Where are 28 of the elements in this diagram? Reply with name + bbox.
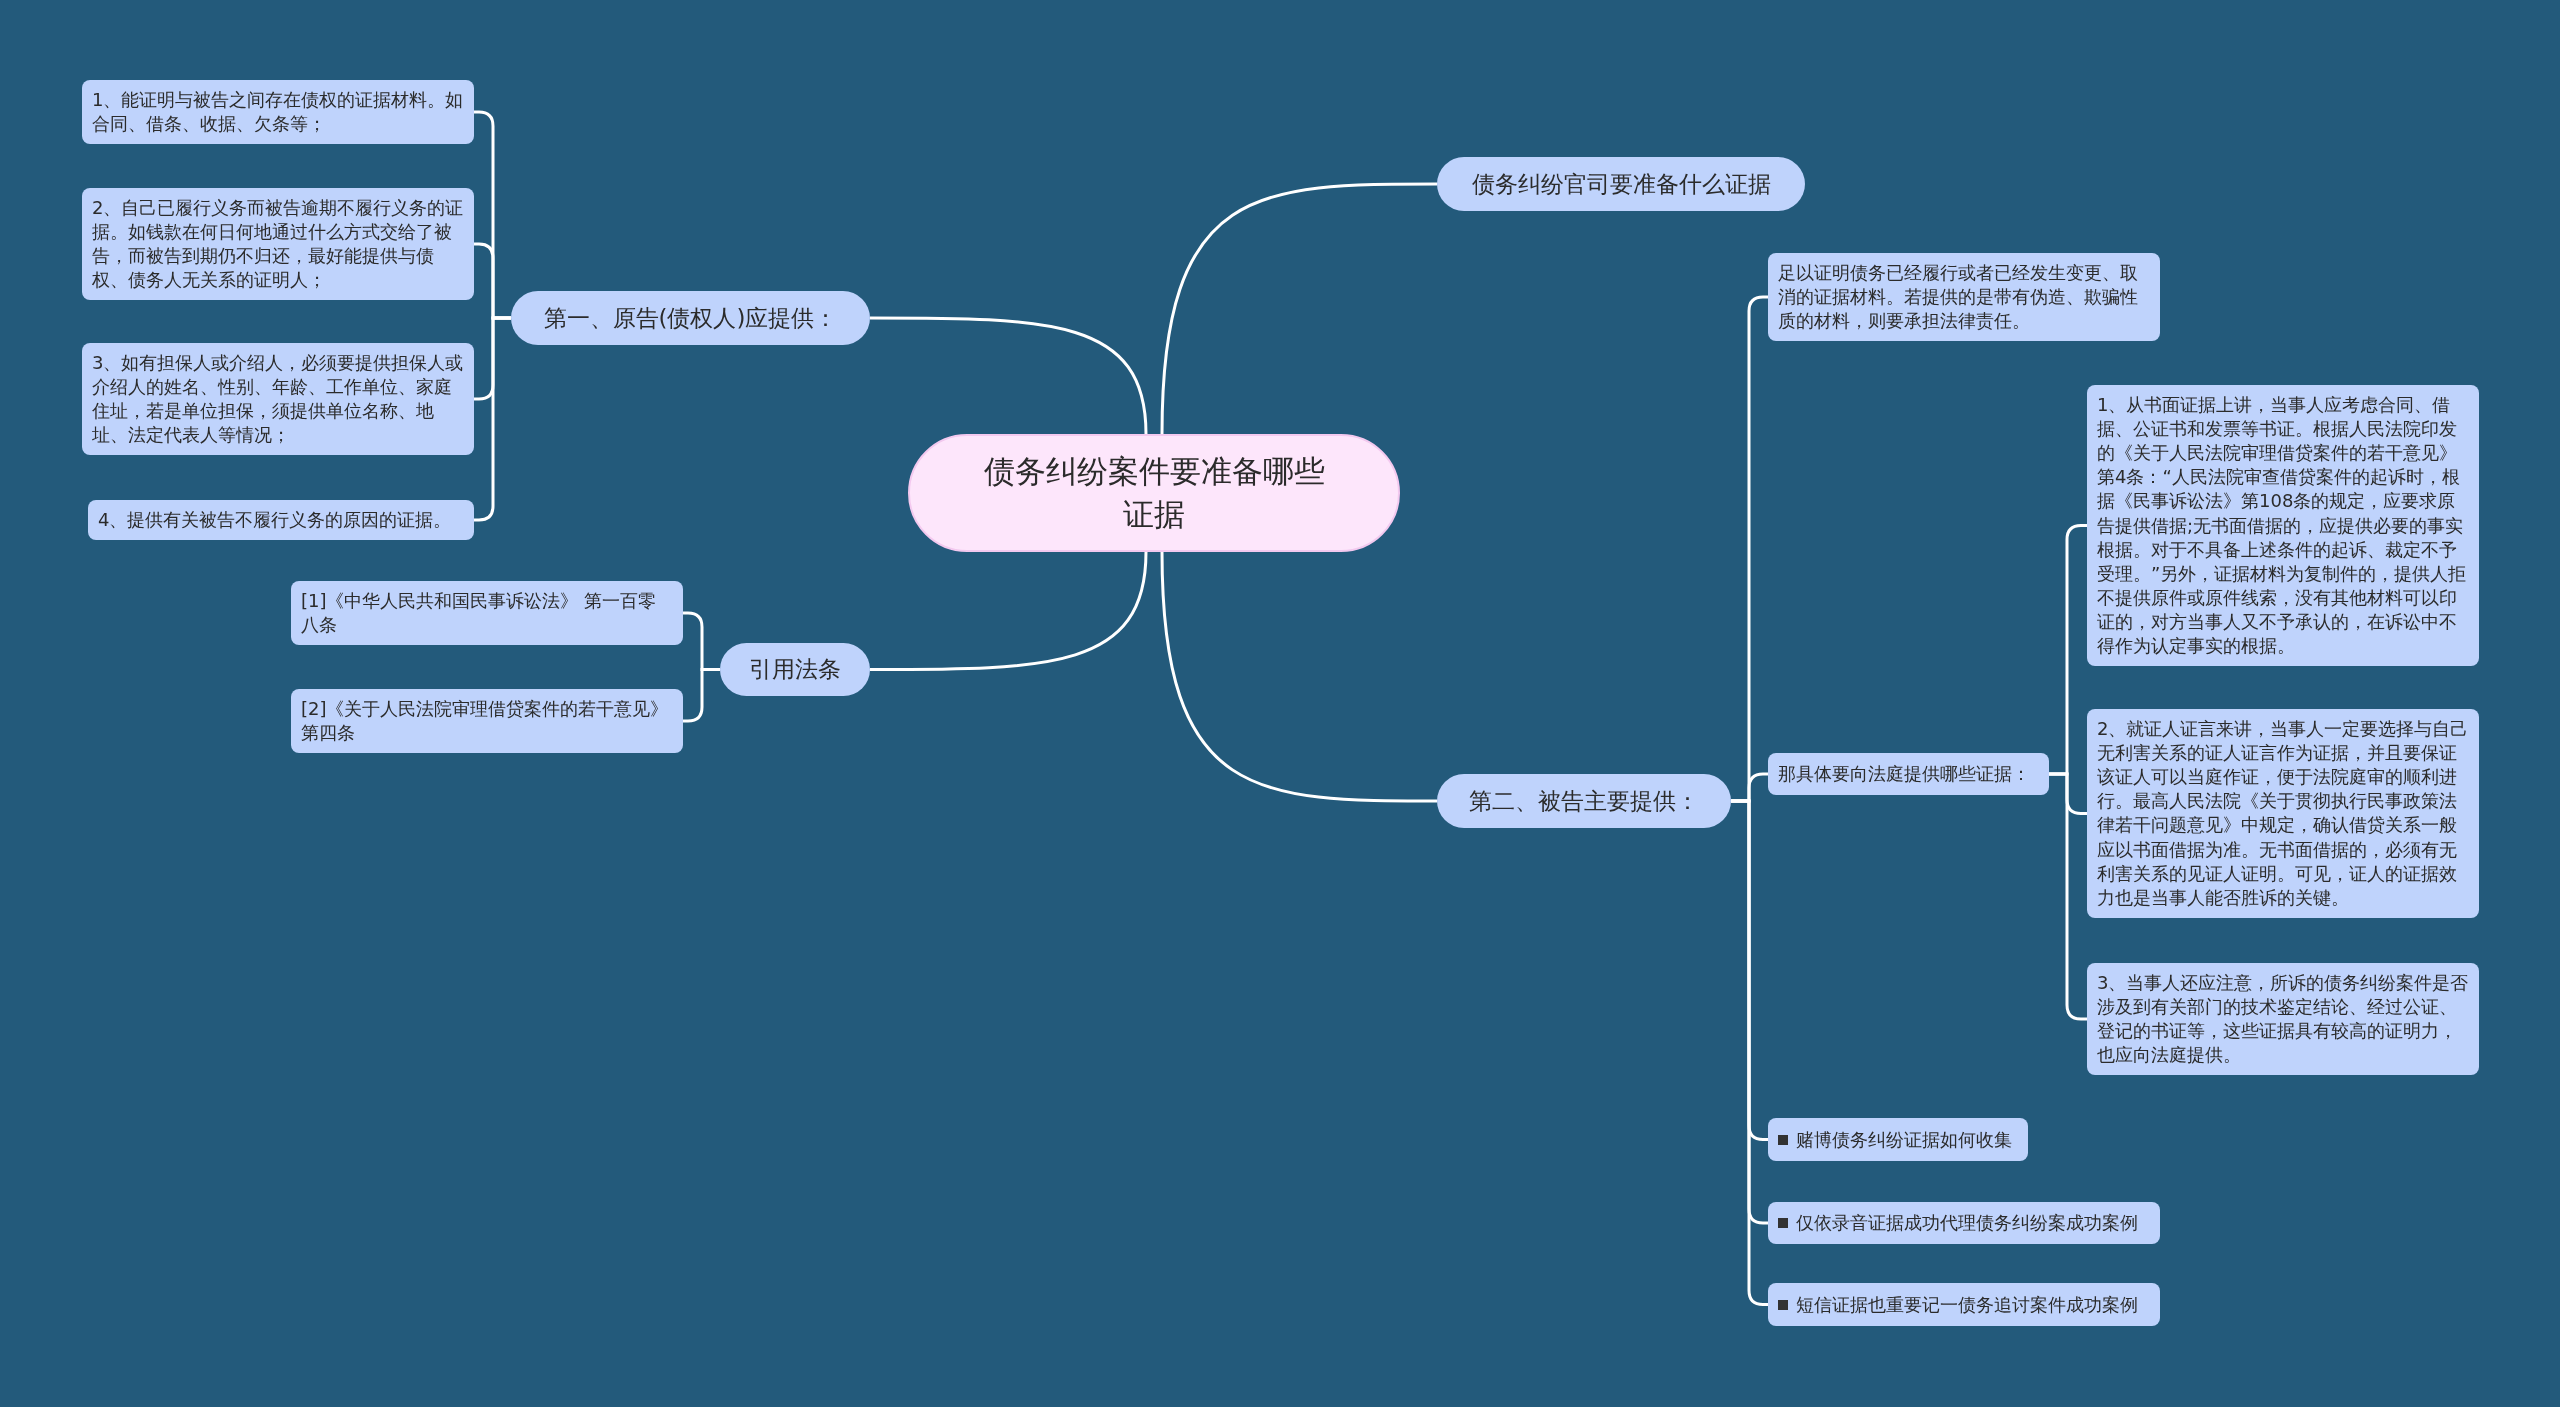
link-text: 赌博债务纠纷证据如何收集: [1796, 1127, 2012, 1152]
subtopic-box: [1]《中华人民共和国民事诉讼法》 第一百零八条: [291, 581, 683, 646]
subtopic-box: 1、从书面证据上讲，当事人应考虑合同、借据、公证书和发票等书证。根据人民法院印发的《关于人民法院审理借贷案件的若干意见》第4条：“人民法院审查借贷案件的起诉时，根据《民事诉讼法》第108条的规定，应要求原告提供借据;无书面借据的，应提供必要的事实根据。对于不具备上述条件的起诉、裁定不予受理。”另外，证据材料为复制件的，提供人拒不提供原件或原件线索，没有其他材料可以印证的，对方当事人又不予承认的，在诉讼中不得作为认定事实的根据。: [2087, 385, 2479, 667]
connector: [1160, 182, 1437, 435]
central-topic: 债务纠纷案件要准备哪些证据: [908, 434, 1400, 552]
subtopic-box: 1、能证明与被告之间存在债权的证据材料。如合同、借条、收据、欠条等；: [82, 80, 474, 145]
subtopic-box: 2、就证人证言来讲，当事人一定要选择与自己无利害关系的证人证言作为证据，并且要保证该证人可以当庭作证，便于法院庭审的顺利进行。最高人民法院《关于贯彻执行民事政策法律若干问题意见》中规定，确认借贷关系一般应以书面借据为准。无书面借据的，必须有无利害关系的见证人证明。可见，证人的证据效力也是当事人能否胜诉的关键。: [2087, 709, 2479, 918]
link-box: [1768, 1202, 2160, 1244]
link-text: 仅依录音证据成功代理债务纠纷案成功案例: [1796, 1211, 2138, 1235]
subtopic-box: 3、如有担保人或介绍人，必须要提供担保人或介绍人的姓名、性别、年龄、工作单位、家庭住址，若是单位担保，须提供单位名称、地址、法定代表人等情况；: [82, 343, 474, 456]
topic-box: 债务纠纷官司要准备什么证据: [1437, 157, 1805, 211]
connector: [870, 316, 1148, 435]
connector: [474, 316, 511, 522]
topic-box: 引用法条: [720, 643, 870, 696]
connector: [1160, 551, 1437, 803]
link-text: 短信证据也重要记一债务追讨案件成功案例: [1796, 1292, 2138, 1317]
link-box: [1768, 1283, 2160, 1326]
subtopic-box: 那具体要向法庭提供哪些证据：: [1768, 753, 2049, 795]
subtopic-box: 4、提供有关被告不履行义务的原因的证据。: [88, 500, 474, 541]
subtopic-box: [2]《关于人民法院审理借贷案件的若干意见》第四条: [291, 689, 683, 754]
topic-box: 第一、原告(债权人)应提供：: [511, 291, 870, 345]
subtopic-box: 2、自己已履行义务而被告逾期不履行义务的证据。如钱款在何日何地通过什么方式交给了被告，而被告到期仍不归还，最好能提供与债权、债务人无关系的证明人；: [82, 188, 474, 301]
connector: [683, 668, 720, 723]
topic-box: 第二、被告主要提供：: [1437, 774, 1731, 828]
subtopic-box: 足以证明债务已经履行或者已经发生变更、取消的证据材料。若提供的是带有伪造、欺骗性质的材料，则要承担法律责任。: [1768, 253, 2160, 342]
link-box: [1768, 1118, 2028, 1161]
connector: [870, 551, 1148, 671]
subtopic-box: 3、当事人还应注意，所诉的债务纠纷案件是否涉及到有关部门的技术鉴定结论、经过公证、登记的书证等，这些证据具有较高的证明力，也应向法庭提供。: [2087, 963, 2479, 1076]
